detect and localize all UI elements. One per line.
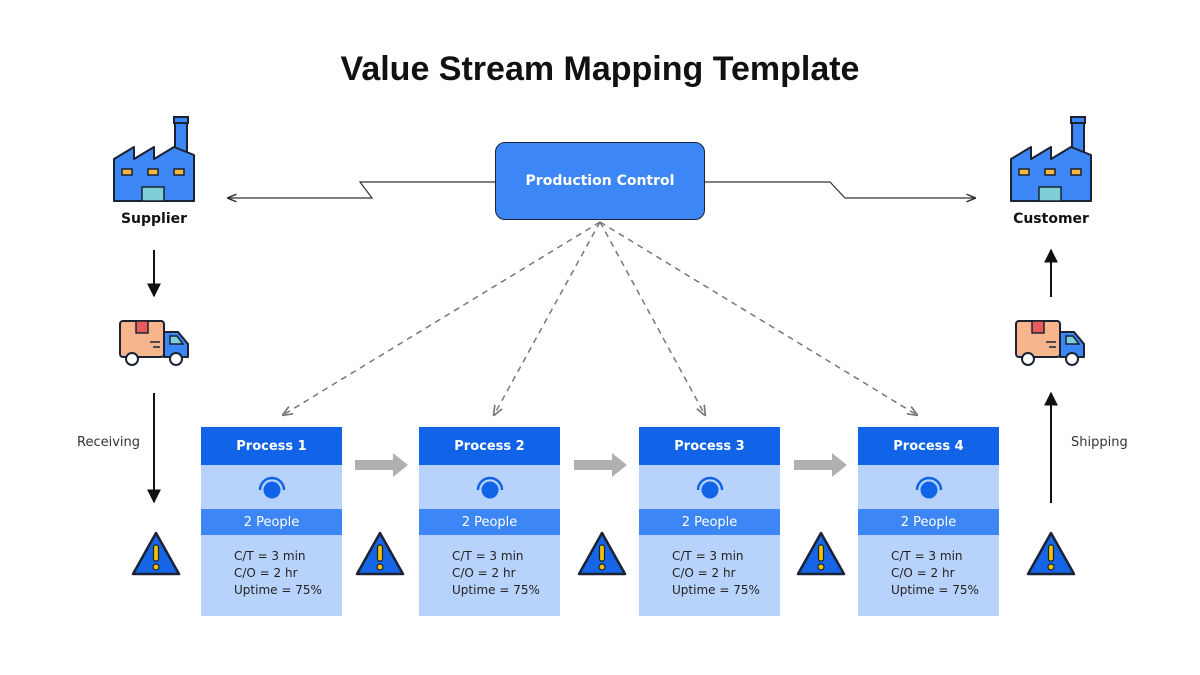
truck-icon — [1015, 320, 1085, 366]
push-arrow-2 — [574, 453, 627, 477]
dashed-line-process-4 — [599, 221, 917, 415]
cycle-time: C/T = 3 min — [672, 549, 744, 563]
truck-icon — [119, 320, 189, 366]
operator-icon-wrap — [201, 465, 342, 509]
people-count: 2 People — [858, 509, 999, 535]
warning-icon — [355, 531, 405, 576]
process-title: Process 3 — [639, 427, 780, 465]
process-title: Process 1 — [201, 427, 342, 465]
uptime: Uptime = 75% — [891, 583, 979, 597]
people-count: 2 People — [201, 509, 342, 535]
process-title: Process 4 — [858, 427, 999, 465]
changeover-time: C/O = 2 hr — [452, 566, 516, 580]
shipping-label: Shipping — [1071, 435, 1128, 450]
operator-icon — [696, 476, 723, 499]
process-box-3[interactable]: Process 3 2 People C/T = 3 min C/O = 2 h… — [639, 427, 780, 616]
factory-icon — [1010, 116, 1092, 202]
uptime: Uptime = 75% — [672, 583, 760, 597]
dashed-line-process-3 — [599, 221, 705, 415]
cycle-time: C/T = 3 min — [452, 549, 524, 563]
info-line-customer — [705, 181, 975, 198]
warning-icon — [1026, 531, 1076, 576]
process-box-1[interactable]: Process 1 2 People C/T = 3 min C/O = 2 h… — [201, 427, 342, 616]
people-count: 2 People — [639, 509, 780, 535]
changeover-time: C/O = 2 hr — [234, 566, 298, 580]
factory-icon — [113, 116, 195, 202]
process-box-2[interactable]: Process 2 2 People C/T = 3 min C/O = 2 h… — [419, 427, 560, 616]
warning-icon — [796, 531, 846, 576]
dashed-line-process-1 — [283, 221, 601, 415]
info-line-supplier — [228, 181, 495, 198]
push-arrow-3 — [794, 453, 847, 477]
operator-icon-wrap — [639, 465, 780, 509]
process-metrics: C/T = 3 min C/O = 2 hr Uptime = 75% — [858, 535, 999, 599]
warning-icon — [577, 531, 627, 576]
customer-label: Customer — [1013, 211, 1089, 227]
operator-icon — [476, 476, 503, 499]
uptime: Uptime = 75% — [452, 583, 540, 597]
receiving-label: Receiving — [77, 435, 141, 450]
changeover-time: C/O = 2 hr — [891, 566, 955, 580]
uptime: Uptime = 75% — [234, 583, 322, 597]
process-metrics: C/T = 3 min C/O = 2 hr Uptime = 75% — [419, 535, 560, 599]
dashed-line-process-2 — [494, 221, 601, 415]
push-arrow-1 — [355, 453, 408, 477]
process-metrics: C/T = 3 min C/O = 2 hr Uptime = 75% — [639, 535, 780, 599]
cycle-time: C/T = 3 min — [891, 549, 963, 563]
supplier-label: Supplier — [120, 211, 188, 227]
production-control-label: Production Control — [525, 173, 675, 189]
changeover-time: C/O = 2 hr — [672, 566, 736, 580]
cycle-time: C/T = 3 min — [234, 549, 306, 563]
page-title: Value Stream Mapping Template — [340, 50, 860, 88]
process-box-4[interactable]: Process 4 2 People C/T = 3 min C/O = 2 h… — [858, 427, 999, 616]
operator-icon — [258, 476, 285, 499]
warning-icon — [131, 531, 181, 576]
process-title: Process 2 — [419, 427, 560, 465]
operator-icon — [915, 476, 942, 499]
process-metrics: C/T = 3 min C/O = 2 hr Uptime = 75% — [201, 535, 342, 599]
operator-icon-wrap — [858, 465, 999, 509]
people-count: 2 People — [419, 509, 560, 535]
production-control-box[interactable]: Production Control — [495, 142, 705, 220]
operator-icon-wrap — [419, 465, 560, 509]
